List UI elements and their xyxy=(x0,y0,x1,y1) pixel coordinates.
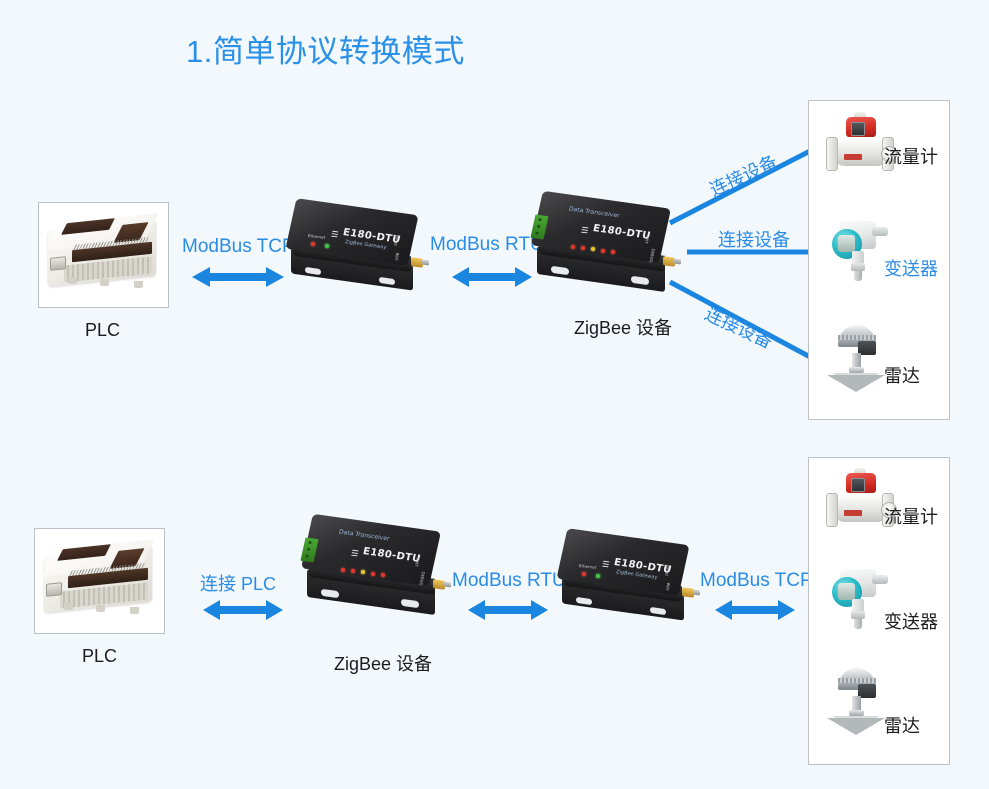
row1-modbus-tcp-label: ModBus TCP xyxy=(182,236,295,257)
row1-zigbee-dtu-device: Data Transceiver E180-DTU ☰ ANT DEBUG xyxy=(530,190,691,305)
plc-illustration xyxy=(38,537,162,625)
row2-sensor-label-transmitter: 变送器 xyxy=(884,612,938,632)
row2-transmitter-icon xyxy=(826,563,906,641)
row2-plc-box xyxy=(34,528,165,634)
row1-sensor-label-radar: 雷达 xyxy=(884,366,920,386)
row1-modbus-rtu-arrow xyxy=(452,267,532,287)
row1-connection-line-up xyxy=(668,147,814,226)
row2-modbus-tcp-label: ModBus TCP xyxy=(700,570,813,591)
row2-dtu-label: ZigBee 设备 xyxy=(334,654,433,674)
row1-plc-box xyxy=(38,202,169,308)
row1-modbus-tcp-arrow xyxy=(192,267,284,287)
row2-sensor-label-flowmeter: 流量计 xyxy=(884,507,938,527)
plc-illustration xyxy=(42,211,166,299)
row1-radar-icon xyxy=(820,325,912,397)
row2-flowmeter-icon xyxy=(820,468,910,540)
row1-connection-line-flat xyxy=(687,249,811,255)
row2-connect-plc-arrow xyxy=(203,600,283,620)
row2-zigbee-dtu-device: Data Transceiver E180-DTU ☰ ANT DEBUG xyxy=(300,513,461,628)
row1-connection-label-2: 连接设备 xyxy=(718,230,790,250)
row1-flowmeter-icon xyxy=(820,112,910,184)
row2-modbus-rtu-label: ModBus RTU xyxy=(452,570,566,591)
row2-zigbee-gateway-device: E180-DTU ☰ ZigBee Gateway Ethernet Reset… xyxy=(554,528,704,633)
page-title: 1.简单协议转换模式 xyxy=(186,34,465,69)
row2-connect-plc-label: 连接 PLC xyxy=(200,574,277,594)
row2-modbus-rtu-arrow xyxy=(468,600,548,620)
row1-sensor-label-flowmeter: 流量计 xyxy=(884,147,938,167)
row2-plc-label: PLC xyxy=(82,646,118,666)
row1-sensor-label-transmitter: 变送器 xyxy=(884,259,938,279)
row1-plc-label: PLC xyxy=(85,320,121,340)
row1-connection-line-down xyxy=(668,279,814,361)
row2-radar-icon xyxy=(820,668,912,740)
row2-sensor-label-radar: 雷达 xyxy=(884,716,920,736)
row1-modbus-rtu-label: ModBus RTU xyxy=(430,234,544,255)
row1-transmitter-icon xyxy=(826,215,906,293)
row2-modbus-tcp-arrow xyxy=(715,600,795,620)
row1-dtu-label: ZigBee 设备 xyxy=(574,318,673,338)
row1-zigbee-gateway-device: E180-DTU ☰ ZigBee Gateway Ethernet Reset… xyxy=(283,198,433,303)
